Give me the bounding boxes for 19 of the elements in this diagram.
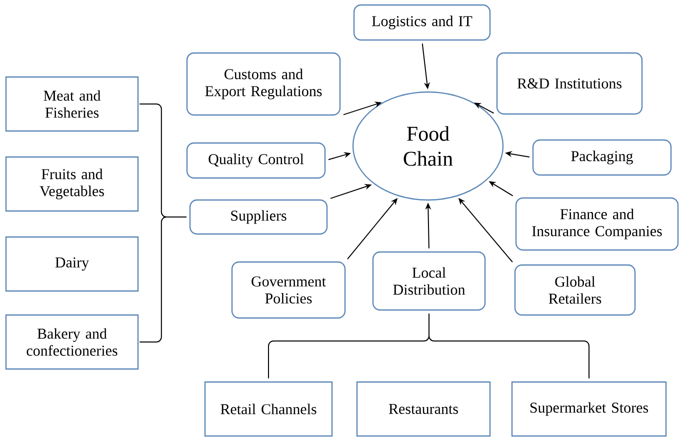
process-box: Fruits and Vegetables [5, 156, 139, 212]
process-box: Customs and Export Regulations [186, 52, 341, 116]
process-box: Packaging [532, 139, 672, 176]
process-box: Finance and Insurance Companies [515, 197, 679, 251]
process-box: Meat and Fisheries [5, 76, 139, 132]
process-box: Dairy [5, 236, 139, 292]
process-box: Logistics and IT [353, 4, 491, 41]
process-box: Suppliers [189, 199, 328, 235]
bracket-line [428, 313, 590, 379]
process-box: Quality Control [186, 142, 326, 179]
bracket-line [139, 216, 187, 342]
process-box: Restaurants [356, 381, 491, 437]
process-box: Local Distribution [372, 251, 486, 311]
process-box: Government Policies [231, 261, 346, 319]
process-box: Bakery and confectioneries [5, 314, 139, 370]
process-box: Supermarket Stores [511, 381, 667, 437]
process-box: Global Retailers [514, 264, 636, 316]
process-box: R&D Institutions [496, 52, 643, 115]
process-box: Retail Channels [204, 381, 333, 437]
